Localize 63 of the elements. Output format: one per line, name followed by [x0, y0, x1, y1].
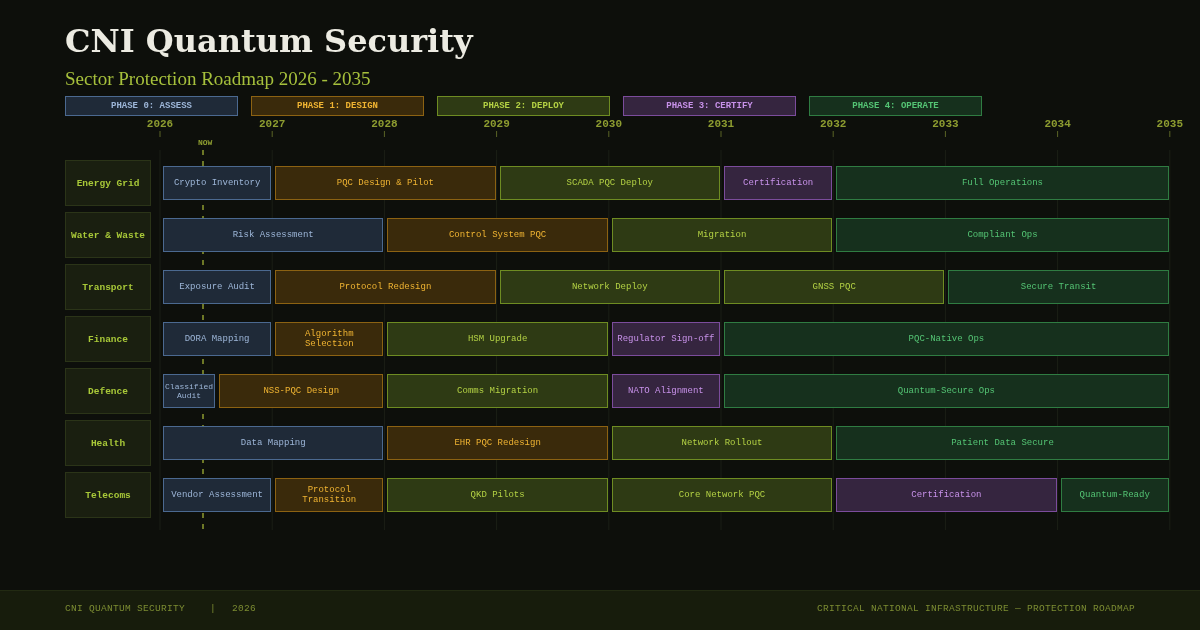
task-bar: Network Deploy	[499, 270, 720, 304]
task-bar: Patient Data Secure	[836, 426, 1169, 460]
task-bar: Protocol Redesign	[275, 270, 496, 304]
title: CNI Quantum Security	[65, 22, 473, 60]
sector-label: Water & Waste	[65, 212, 151, 258]
sector-label: Defence	[65, 368, 151, 414]
task-bar: QKD Pilots	[387, 478, 608, 512]
separator: |	[210, 603, 216, 614]
task-bar: Quantum-Ready	[1060, 478, 1169, 512]
task-bar: Certification	[836, 478, 1057, 512]
task-bar: Secure Transit	[948, 270, 1169, 304]
phase-header: PHASE 1: DESIGN	[251, 96, 424, 116]
task-bar: PQC-Native Ops	[724, 322, 1169, 356]
now-label: NOW	[196, 138, 215, 147]
sector-label: Health	[65, 420, 151, 466]
task-bar: Crypto Inventory	[163, 166, 272, 200]
task-bar: EHR PQC Redesign	[387, 426, 608, 460]
sector-label: Energy Grid	[65, 160, 151, 206]
task-bar: Full Operations	[836, 166, 1169, 200]
footer-text: CRITICAL NATIONAL INFRASTRUCTURE — PROTECTION ROADMAP	[816, 603, 1135, 614]
footer-text: CNI QUANTUM SECURITY	[65, 603, 186, 614]
phase-header: PHASE 3: CERTIFY	[623, 96, 796, 116]
task-bar: DORA Mapping	[163, 322, 272, 356]
task-bar: SCADA PQC Deploy	[499, 166, 720, 200]
year-label: 2029	[482, 118, 511, 130]
task-bar: PQC Design & Pilot	[275, 166, 496, 200]
task-bar: Risk Assessment	[163, 218, 384, 252]
task-bar: Core Network PQC	[611, 478, 833, 512]
sector-label: Transport	[65, 264, 151, 310]
task-bar: NATO Alignment	[611, 374, 720, 408]
task-bar: HSM Upgrade	[387, 322, 608, 356]
task-bar: Network Rollout	[611, 426, 833, 460]
footer-text: 2026	[232, 603, 256, 614]
year-label: 2034	[1043, 118, 1072, 130]
task-bar: NSS-PQC Design	[219, 374, 384, 408]
task-bar: Classified Audit	[163, 374, 216, 408]
task-bar: Control System PQC	[387, 218, 608, 252]
task-bar: Certification	[724, 166, 833, 200]
sector-label: Telecoms	[65, 472, 151, 518]
task-bar: Protocol Transition	[275, 478, 384, 512]
task-bar: Exposure Audit	[163, 270, 272, 304]
phase-header: PHASE 2: DEPLOY	[437, 96, 610, 116]
phase-header: PHASE 4: OPERATE	[809, 96, 982, 116]
task-bar: Compliant Ops	[836, 218, 1169, 252]
year-label: 2030	[594, 118, 623, 130]
year-label: 2031	[706, 118, 736, 130]
task-bar: Comms Migration	[387, 374, 608, 408]
year-label: 2035	[1155, 118, 1184, 130]
task-bar: Vendor Assessment	[163, 478, 272, 512]
task-bar: Migration	[611, 218, 833, 252]
year-label: 2033	[931, 118, 960, 130]
task-bar: Regulator Sign-off	[611, 322, 720, 356]
task-bar: Quantum-Secure Ops	[724, 374, 1169, 408]
year-label: 2026	[145, 118, 175, 130]
phase-header: PHASE 0: ASSESS	[65, 96, 238, 116]
year-label: 2027	[258, 118, 287, 130]
year-label: 2032	[819, 118, 848, 130]
task-bar: Data Mapping	[163, 426, 384, 460]
year-label: 2028	[370, 118, 399, 130]
subtitle: Sector Protection Roadmap 2026 - 2035	[65, 68, 371, 90]
task-bar: Algorithm Selection	[275, 322, 384, 356]
sector-label: Finance	[65, 316, 151, 362]
task-bar: GNSS PQC	[724, 270, 945, 304]
